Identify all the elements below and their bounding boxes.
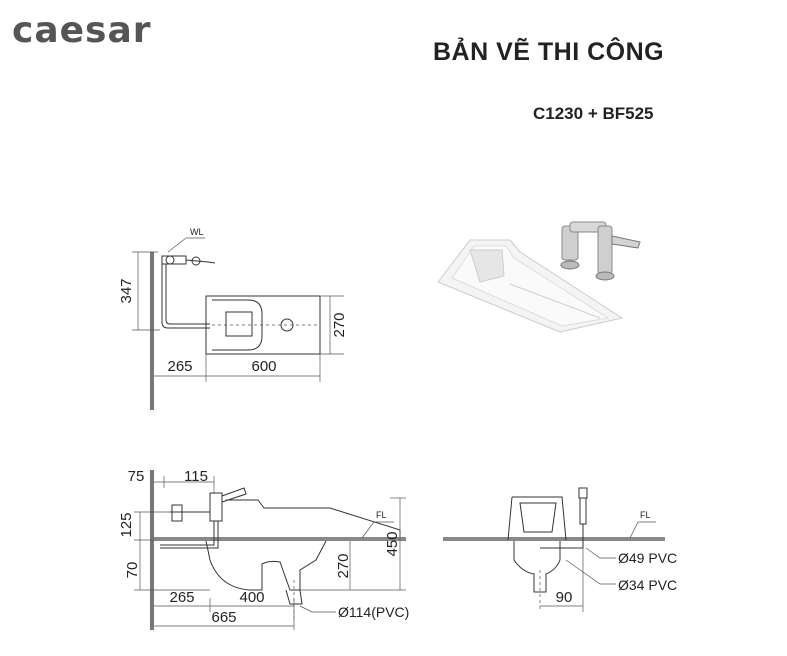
floor-line-front xyxy=(443,537,665,541)
flush-pipe xyxy=(161,264,210,329)
dim-70: 70 xyxy=(124,562,141,579)
pipe-34-label: Ø34 PVC xyxy=(618,577,677,593)
wl-label: WL xyxy=(190,227,204,237)
dim-270-side: 270 xyxy=(335,553,352,578)
front-view: FL Ø49 PVC Ø34 PVC 90 xyxy=(443,487,677,612)
dim-400: 400 xyxy=(239,589,264,606)
flush-valve-top xyxy=(161,255,216,266)
dim-665: 665 xyxy=(211,609,236,626)
dim-125: 125 xyxy=(118,512,135,537)
pipe-49-label: Ø49 PVC xyxy=(618,550,677,566)
dim-270-top: 270 xyxy=(331,312,348,337)
dim-75: 75 xyxy=(128,468,145,485)
dim-115: 115 xyxy=(184,468,208,485)
dim-600: 600 xyxy=(251,358,276,375)
dim-265-side: 265 xyxy=(169,589,194,606)
page-title: BẢN VẼ THI CÔNG xyxy=(433,38,665,66)
dim-347: 347 xyxy=(118,278,135,303)
dim-265-top: 265 xyxy=(167,358,192,375)
floor-line xyxy=(154,537,406,541)
pipe-114-label: Ø114(PVC) xyxy=(338,604,409,620)
pan-outline xyxy=(205,295,321,355)
pan-front xyxy=(512,496,567,541)
wl-leader xyxy=(167,237,205,253)
brand-logo: caesar xyxy=(12,10,152,51)
flush-valve-render xyxy=(560,221,641,281)
dim-90: 90 xyxy=(556,589,573,606)
wall-section xyxy=(150,252,154,410)
flush-valve-side xyxy=(160,487,247,549)
dim-450: 450 xyxy=(384,531,401,556)
fl-label-front: FL xyxy=(640,510,651,520)
top-view: WL 347 270 265 600 xyxy=(118,227,348,410)
product-render xyxy=(437,239,624,333)
side-view: FL 75 115 125 70 450 270 xyxy=(118,468,409,630)
wall-side xyxy=(150,470,154,630)
model-code: C1230 + BF525 xyxy=(533,104,654,123)
pan-profile xyxy=(226,499,401,537)
fl-label-side: FL xyxy=(376,510,387,520)
